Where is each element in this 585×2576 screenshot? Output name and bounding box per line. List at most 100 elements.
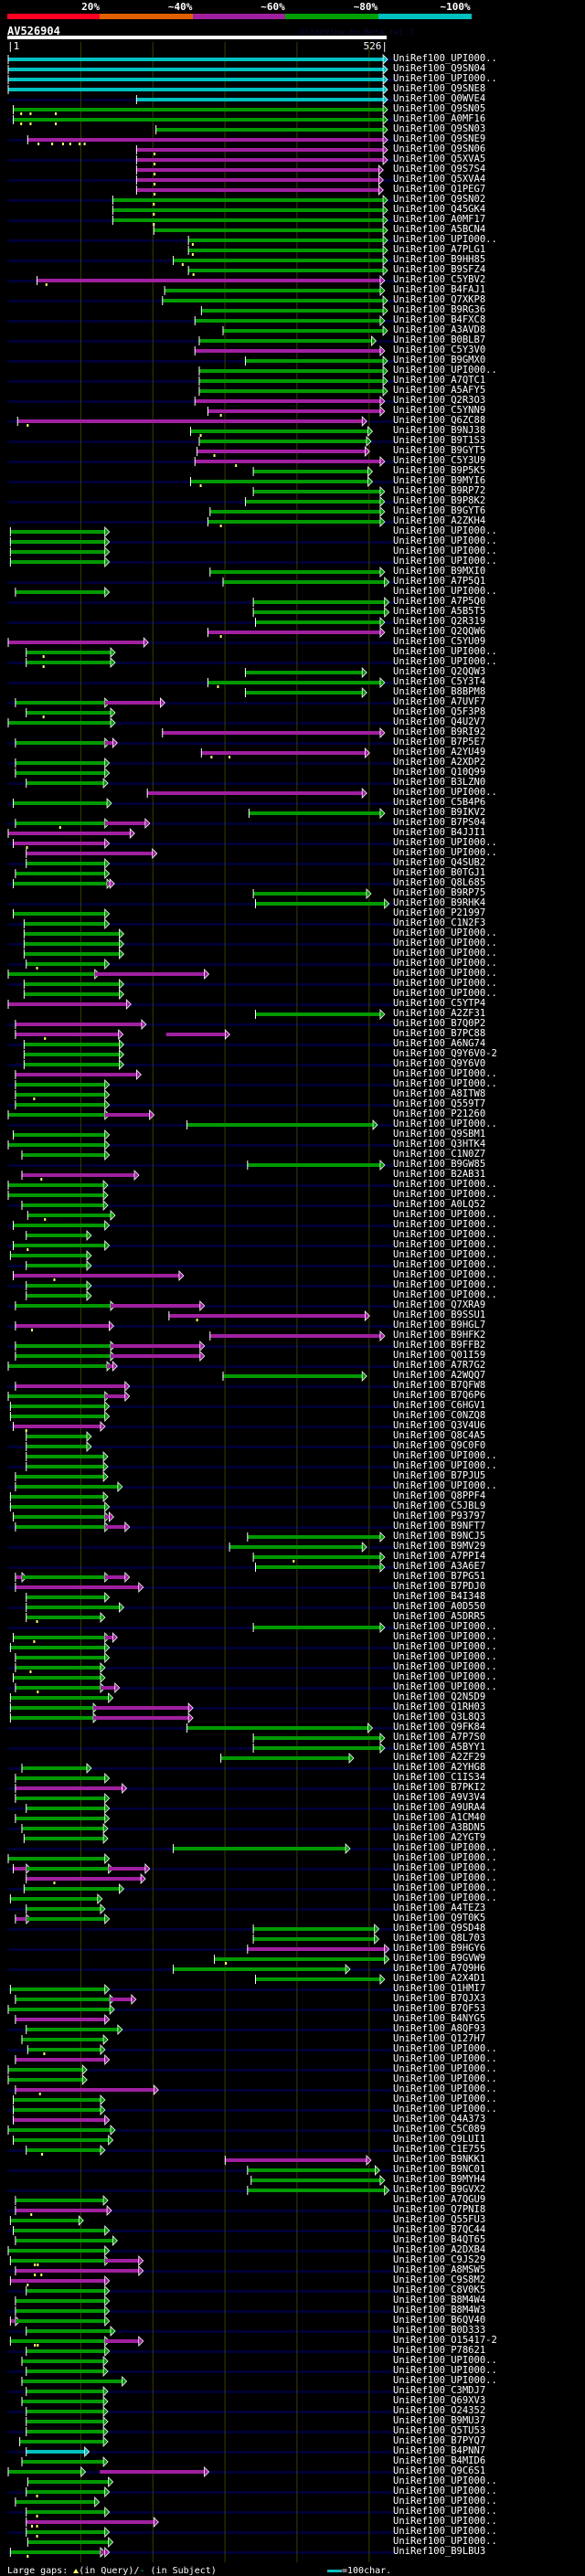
- hit-label[interactable]: UniRef100_UPI000..: [393, 1681, 497, 1692]
- hit-label[interactable]: UniRef100_B9GW85: [393, 1159, 486, 1170]
- hit-label[interactable]: UniRef100_A2YU49: [393, 747, 486, 758]
- hit-label[interactable]: UniRef100_B9NKK1: [393, 2154, 486, 2165]
- hit-label[interactable]: UniRef100_B4MID6: [393, 2455, 486, 2466]
- hit-label[interactable]: UniRef100_B8BPM8: [393, 686, 486, 697]
- hit-label[interactable]: UniRef100_B9IKV2: [393, 807, 486, 818]
- hit-label[interactable]: UniRef100_C9JS29: [393, 2254, 486, 2265]
- hit-label[interactable]: UniRef100_C5YTP4: [393, 998, 486, 1009]
- hit-label[interactable]: UniRef100_UPI000..: [393, 1882, 497, 1893]
- hit-label[interactable]: UniRef100_Q9SN06: [393, 143, 486, 154]
- hit-label[interactable]: UniRef100_B2AB31: [393, 1169, 486, 1180]
- hit-label[interactable]: UniRef100_P78621: [393, 2345, 486, 2356]
- hit-label[interactable]: UniRef100_B7P5E7: [393, 737, 486, 747]
- hit-label[interactable]: UniRef100_A9V3V4: [393, 1792, 486, 1803]
- hit-label[interactable]: UniRef100_B7PC88: [393, 1028, 486, 1039]
- hit-label[interactable]: UniRef100_Q9Y6V0-2: [393, 1048, 497, 1059]
- hit-label[interactable]: UniRef100_UPI000..: [393, 556, 497, 567]
- hit-label[interactable]: UniRef100_A5AFY5: [393, 385, 486, 396]
- hit-label[interactable]: UniRef100_B9RG36: [393, 304, 486, 315]
- hit-label[interactable]: UniRef100_UPI000..: [393, 948, 497, 959]
- hit-label[interactable]: UniRef100_B9GVX2: [393, 2184, 486, 2195]
- hit-label[interactable]: UniRef100_O24352: [393, 2405, 486, 2416]
- hit-label[interactable]: UniRef100_Q1RH03: [393, 1701, 486, 1712]
- hit-label[interactable]: UniRef100_B9NFT7: [393, 1521, 486, 1532]
- hit-label[interactable]: UniRef100_Q55FU3: [393, 2214, 486, 2225]
- hit-label[interactable]: UniRef100_B6QV40: [393, 2315, 486, 2326]
- hit-label[interactable]: UniRef100_Q10Q99: [393, 767, 486, 778]
- hit-label[interactable]: UniRef100_UPI000..: [393, 847, 497, 858]
- hit-label[interactable]: UniRef100_Q559T7: [393, 1098, 486, 1109]
- hit-label[interactable]: UniRef100_A7Q9H6: [393, 1963, 486, 1974]
- hit-label[interactable]: UniRef100_C5C089: [393, 2124, 486, 2135]
- hit-label[interactable]: UniRef100_A2YGT9: [393, 1832, 486, 1843]
- hit-label[interactable]: UniRef100_Q7PNI8: [393, 2204, 486, 2215]
- hit-label[interactable]: UniRef100_B9NJ38: [393, 425, 486, 436]
- hit-label[interactable]: UniRef100_Q6ZC88: [393, 415, 486, 426]
- hit-label[interactable]: UniRef100_UPI000..: [393, 1852, 497, 1863]
- hit-label[interactable]: UniRef100_C1N2F3: [393, 917, 486, 928]
- hit-label[interactable]: UniRef100_UPI000..: [393, 2486, 497, 2496]
- hit-label[interactable]: UniRef100_UPI000..: [393, 53, 497, 64]
- hit-label[interactable]: UniRef100_A0D550: [393, 1601, 486, 1612]
- hit-label[interactable]: UniRef100_UPI000..: [393, 2526, 497, 2537]
- hit-label[interactable]: UniRef100_B9HGY6: [393, 1943, 486, 1954]
- hit-label[interactable]: UniRef100_UPI000..: [393, 1892, 497, 1903]
- hit-label[interactable]: UniRef100_Q9S7S4: [393, 164, 486, 175]
- hit-label[interactable]: UniRef100_UPI000..: [393, 978, 497, 989]
- hit-label[interactable]: UniRef100_B9RP75: [393, 887, 486, 898]
- hit-label[interactable]: UniRef100_C9S8M2: [393, 2274, 486, 2285]
- hit-label[interactable]: UniRef100_Q9Y6V0: [393, 1058, 486, 1069]
- hit-label[interactable]: UniRef100_Q8PPF4: [393, 1490, 486, 1501]
- hit-label[interactable]: UniRef100_B9GYT6: [393, 505, 486, 516]
- hit-label[interactable]: UniRef100_A3A6E7: [393, 1561, 486, 1572]
- hit-label[interactable]: UniRef100_B9GVW9: [393, 1953, 486, 1964]
- hit-label[interactable]: UniRef100_A3BDN5: [393, 1822, 486, 1833]
- hit-label[interactable]: UniRef100_A2XDP2: [393, 757, 486, 768]
- hit-label[interactable]: UniRef100_B9GYT5: [393, 445, 486, 456]
- hit-label[interactable]: UniRef100_B9RHK4: [393, 897, 486, 908]
- hit-label[interactable]: UniRef100_B4QT65: [393, 2234, 486, 2245]
- hit-label[interactable]: UniRef100_B4PNN7: [393, 2445, 486, 2456]
- hit-label[interactable]: UniRef100_UPI000..: [393, 1631, 497, 1642]
- hit-label[interactable]: UniRef100_UPI000..: [393, 2063, 497, 2074]
- hit-label[interactable]: UniRef100_Q3V4U6: [393, 1420, 486, 1431]
- hit-label[interactable]: UniRef100_Q2QQW6: [393, 626, 486, 637]
- hit-label[interactable]: UniRef100_Q8C4A5: [393, 1430, 486, 1441]
- hit-label[interactable]: UniRef100_Q9SN04: [393, 63, 486, 74]
- hit-label[interactable]: UniRef100_UPI000..: [393, 988, 497, 999]
- hit-label[interactable]: UniRef100_B7PS04: [393, 817, 486, 828]
- hit-label[interactable]: UniRef100_UPI000..: [393, 1078, 497, 1089]
- hit-label[interactable]: UniRef100_C5YNN9: [393, 405, 486, 416]
- hit-label[interactable]: UniRef100_B7QC44: [393, 2224, 486, 2235]
- hit-label[interactable]: UniRef100_B7PYQ7: [393, 2435, 486, 2446]
- hit-label[interactable]: UniRef100_UPI000..: [393, 1842, 497, 1853]
- hit-label[interactable]: UniRef100_A7QGU9: [393, 2194, 486, 2205]
- hit-label[interactable]: UniRef100_UPI000..: [393, 2355, 497, 2366]
- hit-label[interactable]: UniRef100_B9SSU1: [393, 1309, 486, 1320]
- hit-label[interactable]: UniRef100_P21260: [393, 1108, 486, 1119]
- hit-label[interactable]: UniRef100_UPI000..: [393, 1239, 497, 1250]
- hit-label[interactable]: UniRef100_A4TEZ3: [393, 1903, 486, 1913]
- hit-label[interactable]: UniRef100_UPI000..: [393, 1661, 497, 1672]
- hit-label[interactable]: UniRef100_Q9SNE9: [393, 133, 486, 144]
- hit-label[interactable]: UniRef100_B9MYH4: [393, 2174, 486, 2185]
- hit-label[interactable]: UniRef100_C5Y3T4: [393, 676, 486, 687]
- hit-label[interactable]: UniRef100_UPI000..: [393, 837, 497, 848]
- hit-label[interactable]: UniRef100_A2ZF31: [393, 1008, 486, 1019]
- hit-label[interactable]: UniRef100_Q9LUI1: [393, 2134, 486, 2145]
- hit-label[interactable]: UniRef100_C0NZQ8: [393, 1410, 486, 1421]
- hit-label[interactable]: UniRef100_A7P5Q0: [393, 596, 486, 607]
- hit-label[interactable]: UniRef100_A8QF93: [393, 2023, 486, 2034]
- hit-label[interactable]: UniRef100_B9T1S3: [393, 435, 486, 446]
- hit-label[interactable]: UniRef100_B3LZN0: [393, 777, 486, 788]
- hit-label[interactable]: UniRef100_Q9C0F0: [393, 1440, 486, 1451]
- hit-label[interactable]: UniRef100_C5YBV2: [393, 274, 486, 285]
- hit-label[interactable]: UniRef100_B7Q0P2: [393, 1018, 486, 1029]
- hit-label[interactable]: UniRef100_B9MXI0: [393, 566, 486, 577]
- hit-label[interactable]: UniRef100_B9RP72: [393, 485, 486, 496]
- hit-label[interactable]: UniRef100_B4JJI1: [393, 827, 486, 838]
- hit-label[interactable]: UniRef100_O15417-2: [393, 2335, 497, 2346]
- hit-label[interactable]: UniRef100_UPI000..: [393, 968, 497, 979]
- hit-label[interactable]: UniRef100_B7QJX3: [393, 1993, 486, 2004]
- hit-label[interactable]: UniRef100_Q9SN02: [393, 194, 486, 205]
